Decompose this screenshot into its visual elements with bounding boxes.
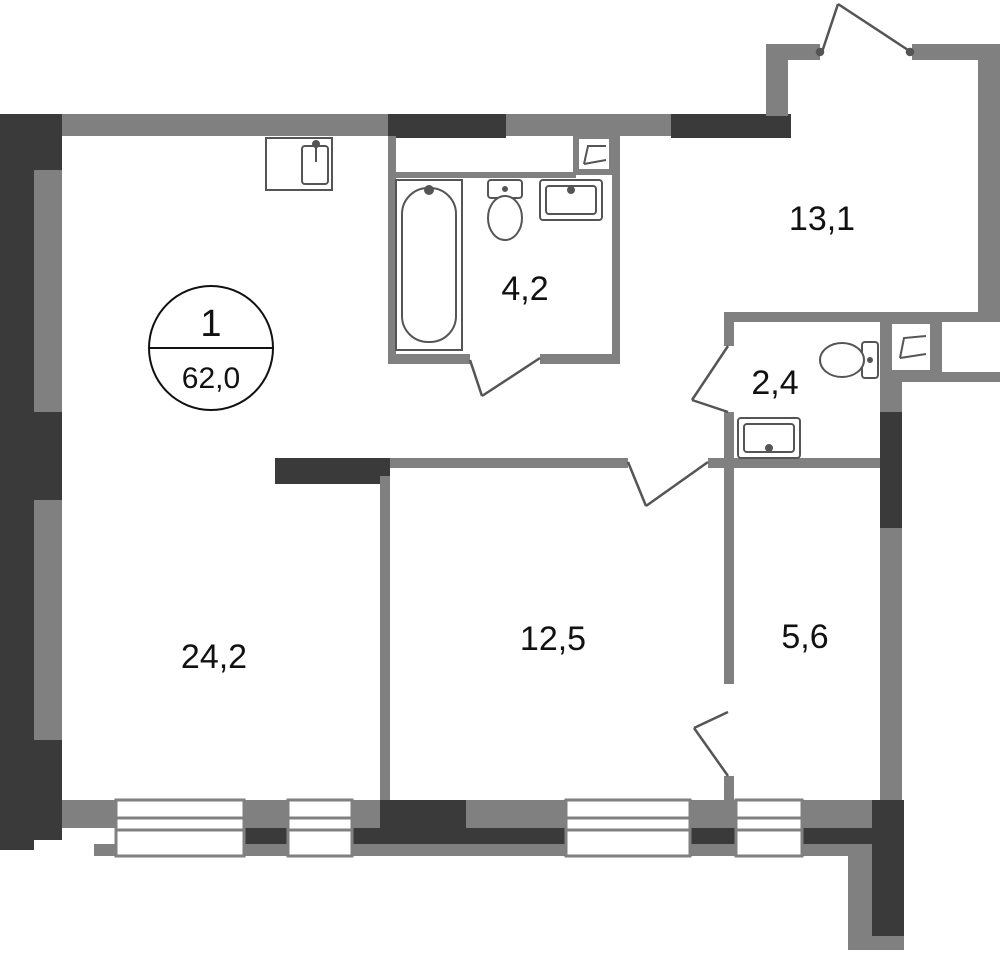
hall-right-wall xyxy=(978,44,1000,314)
bath-top-partition xyxy=(396,172,576,178)
left-wall-light-a xyxy=(34,170,62,412)
bath-left-wall xyxy=(388,136,396,364)
bottom-wall-dark-c xyxy=(352,828,568,844)
area-hallway: 13,1 xyxy=(789,200,855,238)
bath-vent-shaft-icon xyxy=(573,133,615,175)
bath-right-wall xyxy=(612,136,620,364)
window-storage xyxy=(734,798,804,858)
bedroom-right-wall-b xyxy=(724,776,734,800)
right-wall-light-b xyxy=(880,528,902,800)
top-wall-light-b xyxy=(506,114,671,136)
area-living-room: 24,2 xyxy=(181,638,247,676)
toilet-left-wall-a xyxy=(724,312,734,346)
window-living-a xyxy=(114,798,246,858)
bedroom-right-wall-a xyxy=(724,464,734,684)
right-wall-dark-a xyxy=(880,412,902,528)
bottom-right-column xyxy=(872,800,904,942)
left-wall-cap-bottom xyxy=(34,740,62,840)
apartment-badge: 1 62,0 xyxy=(148,285,274,411)
area-bedroom: 12,5 xyxy=(520,620,586,658)
right-wall-step xyxy=(880,380,902,412)
toilet-top-wall xyxy=(724,312,1000,322)
bath-toilet-icon xyxy=(487,179,523,241)
wc-toilet-icon xyxy=(819,341,879,379)
bedroom-door xyxy=(626,460,709,508)
left-wall-light-b xyxy=(34,500,62,740)
top-wall-dark-a xyxy=(388,114,506,138)
windows xyxy=(114,798,804,858)
bathroom-door xyxy=(468,356,541,398)
top-wall-light-a xyxy=(62,114,388,136)
toilet-bottom-wall xyxy=(708,458,880,468)
shaft-right-wall xyxy=(932,312,942,376)
window-living-b xyxy=(286,798,354,858)
bath-bottom-wall-a xyxy=(388,354,470,364)
hall-top-wall-left xyxy=(766,44,820,60)
hall-left-wall-upper xyxy=(766,44,788,116)
bathtub-icon xyxy=(395,179,463,351)
bottom-wall-dark-d xyxy=(690,828,736,844)
area-toilet: 2,4 xyxy=(751,364,798,402)
bath-sink-icon xyxy=(539,179,603,221)
bedroom-top-wall xyxy=(390,458,628,468)
storage-door xyxy=(692,710,730,777)
bedroom-left-wall xyxy=(380,476,390,800)
left-wall-mid-block xyxy=(34,412,62,500)
entrance-door xyxy=(815,2,915,57)
toilet-right-wall xyxy=(880,312,890,412)
shaft-bottom-wall xyxy=(880,372,1000,382)
toilet-left-wall-b xyxy=(724,412,734,464)
top-wall-dark-b xyxy=(671,114,791,138)
bath-bottom-wall-b xyxy=(540,354,620,364)
area-bathroom: 4,2 xyxy=(501,270,548,308)
badge-total-area: 62,0 xyxy=(182,362,240,395)
load-bearing-walls xyxy=(0,114,904,942)
bottom-wall-dark-e xyxy=(800,828,872,844)
bottom-wall-dark-b xyxy=(244,828,290,844)
doors xyxy=(468,2,915,777)
bottom-right-floor xyxy=(848,936,904,950)
area-storage: 5,6 xyxy=(781,618,828,656)
wc-vent-shaft-icon xyxy=(888,320,934,374)
right-bottom-wall-light xyxy=(848,844,872,950)
kitchen-sink-icon xyxy=(265,137,333,191)
fixtures xyxy=(265,133,934,459)
left-wall-cap-top xyxy=(34,114,62,170)
badge-rooms-count: 1 xyxy=(200,303,221,345)
wc-sink-icon xyxy=(737,417,801,459)
left-outer-wall xyxy=(0,114,34,850)
window-bedroom xyxy=(564,798,692,858)
partition-stub xyxy=(275,458,390,484)
toilet-door xyxy=(690,345,730,414)
